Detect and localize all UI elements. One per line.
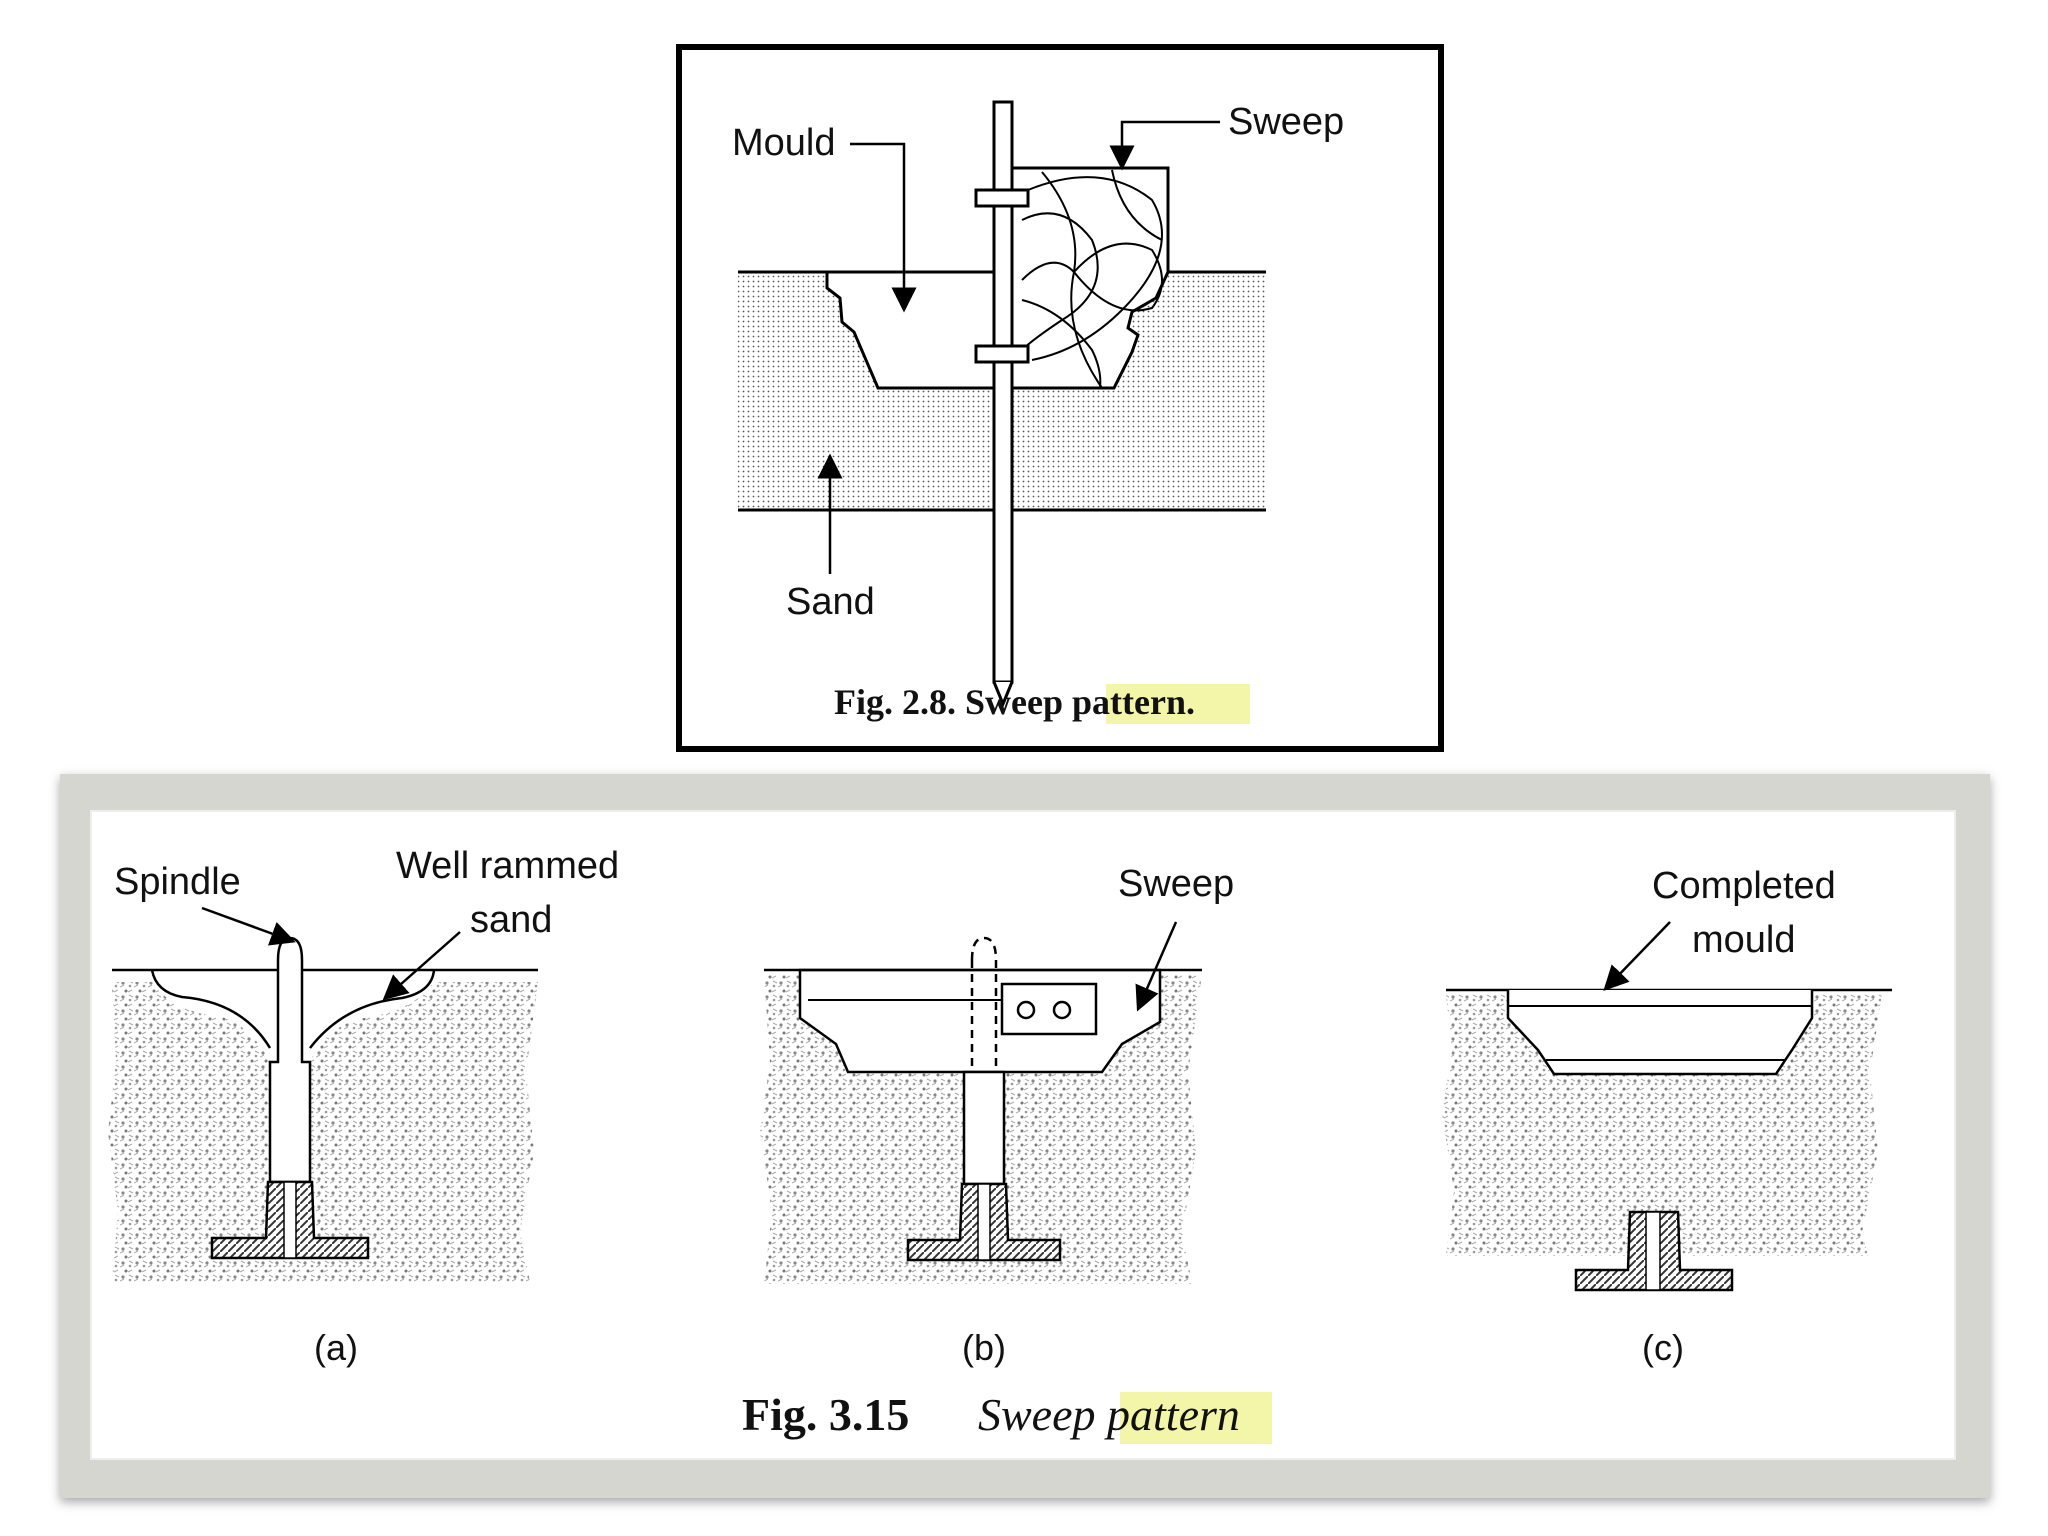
label-sweep: Sweep — [1228, 101, 1344, 143]
mould-cavity — [825, 272, 1114, 390]
label-mould-c: mould — [1692, 919, 1796, 961]
panel-c: Completed mould (c) — [1442, 865, 1892, 1368]
figure-3-15-caption-number: Fig. 3.15 — [742, 1389, 909, 1440]
label-completed: Completed — [1652, 865, 1836, 907]
figure-2-8-caption: Fig. 2.8. Sweep pattern. — [834, 682, 1195, 722]
completed-mould-cavity — [1506, 990, 1814, 1076]
spindle-a — [268, 936, 312, 1184]
caption-highlight — [1106, 684, 1250, 724]
label-sand: Sand — [786, 581, 875, 623]
label-spindle: Spindle — [114, 861, 241, 903]
sand-mass-a — [108, 982, 538, 1282]
clamp-upper — [974, 188, 1030, 208]
label-mould: Mould — [732, 122, 836, 164]
wood-grain — [1021, 169, 1163, 389]
figure-sweep-pattern-2-8: Mould Sweep Sand Fig. 2.8. Sweep pattern… — [676, 44, 1444, 752]
label-sand-a: sand — [470, 899, 552, 941]
label-well-rammed: Well rammed — [396, 845, 619, 887]
sweep-board-b — [1000, 982, 1098, 1036]
panel-a: Spindle Well rammed sand (a) — [108, 845, 619, 1368]
caption-highlight-bottom — [1120, 1392, 1272, 1444]
figure-3-15-caption-text: Sweep pattern — [978, 1389, 1240, 1440]
panel-b: Sweep (b) — [760, 863, 1234, 1368]
sweep-leader — [1109, 120, 1220, 171]
figure-sweep-pattern-3-15: Spindle Well rammed sand (a) — [90, 810, 1956, 1460]
panel-label-a: (a) — [314, 1327, 358, 1368]
mould-leader — [850, 142, 917, 313]
sweep-board — [1010, 166, 1170, 390]
panel-label-b: (b) — [962, 1327, 1006, 1368]
clamp-lower — [974, 344, 1030, 364]
figure-sweep-pattern-3-15-frame: Spindle Well rammed sand (a) — [60, 774, 1990, 1498]
figure-2-8-diagram: Mould Sweep Sand Fig. 2.8. Sweep pattern… — [732, 100, 1344, 724]
label-sweep-b: Sweep — [1118, 863, 1234, 905]
spindle-b — [970, 936, 998, 1072]
panel-label-c: (c) — [1642, 1327, 1684, 1368]
mould-cavity-b — [798, 968, 1162, 1074]
figure-3-15-diagram: Spindle Well rammed sand (a) — [108, 845, 1892, 1444]
